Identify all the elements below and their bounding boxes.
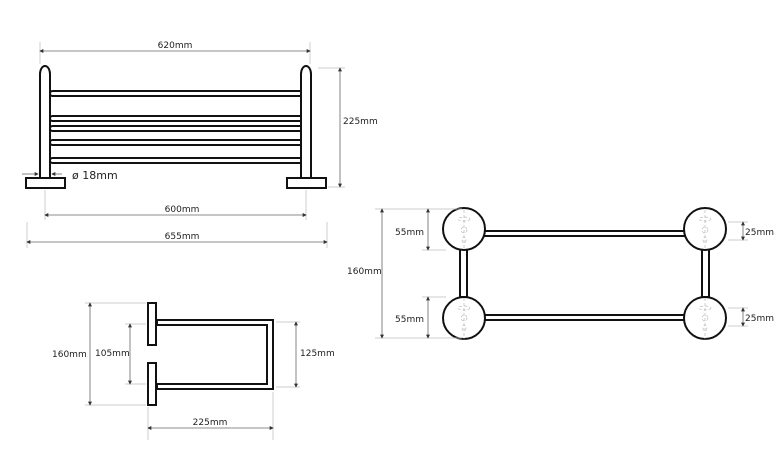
dim-55-bottom: 55mm — [395, 315, 424, 325]
dim-diameter: ø 18mm — [72, 169, 118, 182]
lower-plate — [147, 362, 157, 406]
dim-55-top: 55mm — [395, 228, 424, 238]
screw-holes — [457, 210, 712, 340]
dim-160-back: 160mm — [347, 267, 382, 277]
dim-620: 620mm — [158, 41, 193, 51]
upper-plate — [147, 302, 157, 346]
back-view: 160mm 55mm 55mm 25mm 25mm — [347, 207, 774, 340]
dim-160-side: 160mm — [52, 350, 87, 360]
front-view: 620mm 225mm ø 18mm 600mm 655mm — [22, 41, 378, 248]
dim-25-top: 25mm — [745, 228, 774, 238]
right-post — [300, 65, 312, 178]
side-view: 160mm 105mm 125mm 225mm — [52, 302, 335, 440]
right-base — [286, 177, 327, 189]
side-arms — [156, 319, 274, 390]
dim-105: 105mm — [95, 349, 130, 359]
dim-225-height: 225mm — [343, 117, 378, 127]
dim-225-depth: 225mm — [193, 418, 228, 428]
left-post — [39, 65, 51, 178]
dim-25-bottom: 25mm — [745, 314, 774, 324]
dim-655: 655mm — [165, 232, 200, 242]
rails — [49, 90, 305, 164]
dim-125: 125mm — [300, 349, 335, 359]
dim-600: 600mm — [165, 205, 200, 215]
left-base — [25, 177, 66, 189]
